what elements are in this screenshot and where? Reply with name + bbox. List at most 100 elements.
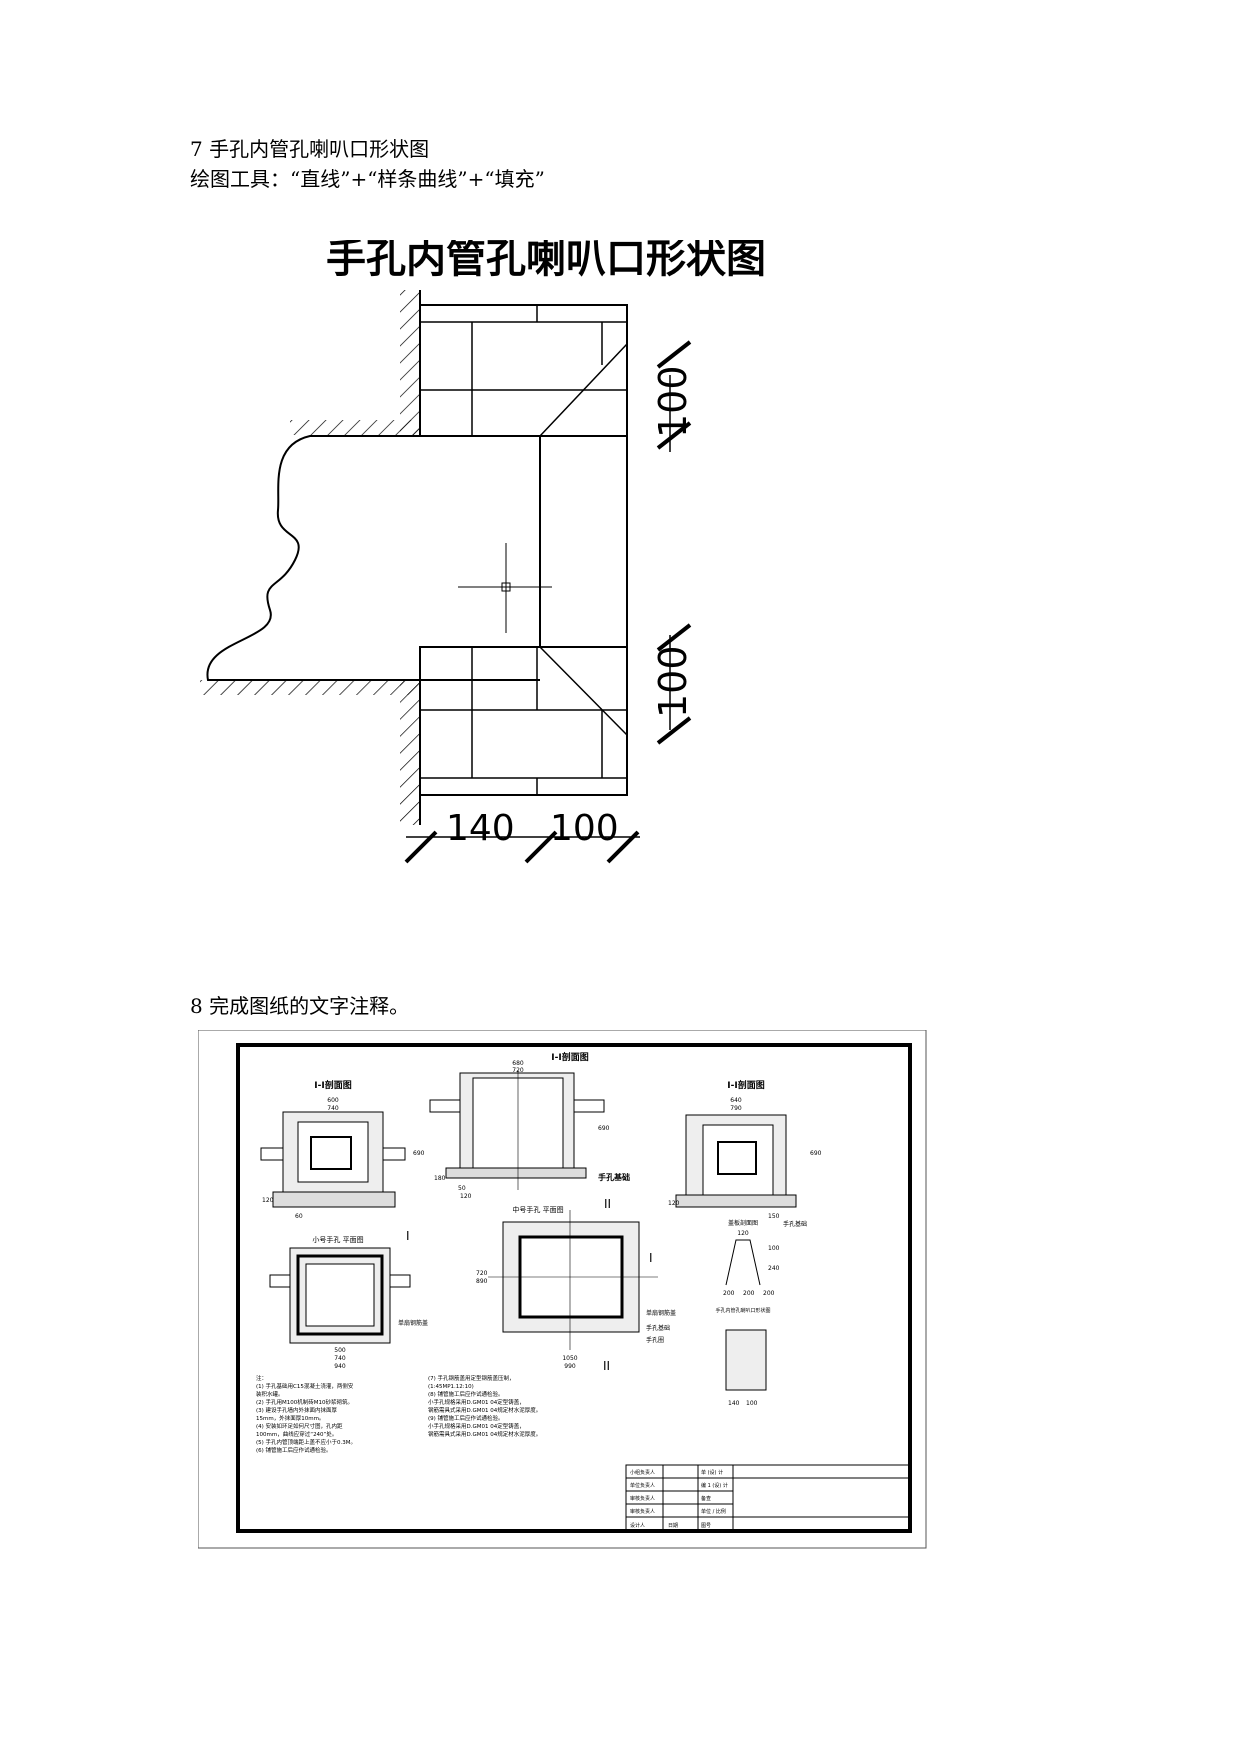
soil-hatch-floor [200, 680, 420, 695]
detail-dim-2: 100 [768, 1245, 780, 1252]
tb-r4-c1: 审核负责人 [630, 1508, 655, 1515]
section-view-3: I-I剖面图 640 790 690 120 150 手孔基础 [668, 1079, 822, 1228]
view2-title: I-I剖面图 [551, 1051, 588, 1063]
note-left-line: 注： [256, 1374, 267, 1382]
tb-r2-c1: 单位负责人 [630, 1482, 655, 1489]
note-left-line: 100mm，曲线应穿过“240”处。 [256, 1430, 337, 1438]
plan1-dim-inner: 500 [334, 1347, 346, 1354]
plan1-label: 单扇钢筋盖 [398, 1319, 428, 1327]
detail-dim-5: 200 [743, 1290, 755, 1297]
note-left-line: 15mm，外抹面厚10mm。 [256, 1414, 324, 1422]
note-right-line: (7) 手孔钢筋盖用定型钢筋盖压制， [428, 1374, 515, 1382]
note-left-line: (4) 安装如环足如何尺寸图，孔内距 [256, 1422, 343, 1430]
view1-dim-height: 690 [413, 1150, 425, 1157]
crosshair-cursor-icon [458, 543, 552, 633]
plan2-dim-height: 720 [476, 1270, 488, 1277]
dim-upper-label: 100 [651, 365, 695, 438]
plan2-mark-bottom: II [603, 1359, 610, 1373]
view2-dim-a: 50 [458, 1185, 466, 1192]
view1-dim-width: 740 [327, 1105, 339, 1112]
section7-heading: 7 手孔内管孔喇叭口形状图 [190, 137, 430, 161]
view3-title: I-I剖面图 [727, 1079, 764, 1091]
view3-dim-base: 120 [668, 1200, 680, 1207]
note-left-line: (1) 手孔基础用C15混凝土浇灌，两侧安 [256, 1382, 354, 1390]
note-right-line: 钢筋需具式采用D.GM01 04规定材水泥厚度。 [428, 1430, 541, 1438]
section7-tools-line: 绘图工具：“直线”+“样条曲线”+“填充” [190, 167, 545, 191]
brick-wall-upper [419, 304, 628, 437]
tb-r1-c1: 小组负责人 [630, 1469, 655, 1476]
view3-dim-top: 640 [730, 1097, 742, 1104]
tb-r1-c2: 单 (设) 计 [701, 1469, 723, 1476]
view1-dim-base: 120 [262, 1197, 274, 1204]
tb-r4-c2: 单位 / 比例 [701, 1508, 726, 1515]
dim-bottom-right-label: 100 [550, 808, 619, 849]
view3-dim-height: 690 [810, 1150, 822, 1157]
plan2-label-ring: 手孔圈 [646, 1336, 664, 1344]
mouth-title: 手孔内管孔喇叭口形状图 [715, 1307, 770, 1314]
plan2-title: 中号手孔 平面图 [512, 1205, 563, 1214]
detail-dim-1: 120 [737, 1230, 749, 1237]
soil-hatch-ledge [290, 420, 420, 435]
note-right-line: 钢筋需具式采用D.GM01 04规定材水泥厚度。 [428, 1406, 541, 1414]
cover-plate-detail: 盖板剖面图 120 100 240 200 200 200 手孔内管孔喇叭口形状… [715, 1219, 779, 1407]
notes-left: 注： (1) 手孔基础用C15混凝土浇灌，两侧安 装积水罐。 (2) 手孔用M1… [256, 1374, 356, 1454]
detail-dim-6: 200 [763, 1290, 775, 1297]
detail-dim-3: 240 [768, 1265, 780, 1272]
section-view-2: I-I剖面图 680 720 690 50 120 180 手孔基础 [429, 1051, 630, 1200]
section8-heading: 8 完成图纸的文字注释。 [190, 994, 410, 1018]
view3-dim-width: 790 [730, 1105, 742, 1112]
title-block: 小组负责人 单 (设) 计 单位负责人 编 1 (设) 计 审核负责人 备查 审… [625, 1464, 911, 1532]
detail-dim-4: 200 [723, 1290, 735, 1297]
note-left-line: 装积水罐。 [256, 1390, 284, 1398]
note-right-line: (9) 铺管施工后应作试通检验。 [428, 1414, 504, 1422]
figure1-title: 手孔内管孔喇叭口形状图 [326, 240, 766, 282]
soil-hatch-upper [400, 290, 420, 435]
tb-r3-c2: 备查 [701, 1495, 711, 1502]
plan-view-medium: 中号手孔 平面图 II II I 1050 990 720 890 单扇钢筋盖 … [476, 1197, 676, 1373]
view2-dim-height: 690 [598, 1125, 610, 1132]
section-view-1: I-I剖面图 600 740 690 120 60 [260, 1079, 425, 1220]
horn-mouth-drawing: 手孔内管孔喇叭口形状图 100 100 140 [200, 240, 766, 864]
tb-r2-c2: 编 1 (设) 计 [701, 1482, 728, 1489]
plan2-mark-top: II [604, 1197, 611, 1211]
view2-label: 手孔基础 [598, 1172, 630, 1182]
plan2-label-base: 手孔基础 [646, 1324, 670, 1332]
soil-hatch-lower [400, 680, 420, 825]
detail-title: 盖板剖面图 [728, 1219, 758, 1227]
plan-view-small: 小号手孔 平面图 I 500 740 940 单扇钢筋盖 [269, 1229, 428, 1370]
plan1-mark: I [406, 1229, 410, 1243]
tb-r5-c2: 日期 [668, 1523, 678, 1529]
dim-bottom-left-label: 140 [446, 808, 515, 849]
view1-title: I-I剖面图 [314, 1079, 351, 1091]
tb-r5-c3: 图号 [701, 1523, 711, 1529]
plan1-dim-mid: 740 [334, 1355, 346, 1362]
sheet-frame [236, 1043, 912, 1533]
mouth-dim-2: 100 [746, 1400, 758, 1407]
note-left-line: (5) 手孔内管顶端距上盖不应小于0.3M。 [256, 1438, 356, 1446]
plan2-dim-width: 1050 [562, 1355, 577, 1362]
view1-dim-foot: 60 [295, 1213, 303, 1220]
note-left-line: (6) 铺管施工后应作试通检验。 [256, 1446, 332, 1454]
pipe-spline-break [206, 435, 540, 681]
tb-r3-c1: 审核负责人 [630, 1495, 655, 1502]
notes-right: (7) 手孔钢筋盖用定型钢筋盖压制， (1:45MP1.12:10) (8) 铺… [428, 1374, 541, 1438]
plan2-dim-outer-height: 890 [476, 1278, 488, 1285]
note-right-line: (1:45MP1.12:10) [428, 1384, 474, 1390]
view3-label: 手孔基础 [783, 1220, 807, 1228]
note-left-line: (2) 手孔用M100机制砖M10砂浆砌筑。 [256, 1398, 353, 1406]
plan2-dim-outer: 990 [564, 1363, 576, 1370]
view2-dim-width: 720 [512, 1067, 524, 1074]
view2-dim-c: 180 [434, 1175, 446, 1182]
view3-dim-foot: 150 [768, 1213, 780, 1220]
mouth-dim-1: 140 [728, 1400, 740, 1407]
note-right-line: 小手孔规格采用D.GM01 04定型铸盖， [428, 1398, 525, 1406]
view2-dim-b: 120 [460, 1193, 472, 1200]
plan1-title: 小号手孔 平面图 [312, 1235, 363, 1244]
note-right-line: (8) 铺管施工后应作试通检验。 [428, 1390, 504, 1398]
view1-dim-top: 600 [327, 1097, 339, 1104]
note-right-line: 小手孔规格采用D.GM01 04定型铸盖， [428, 1422, 525, 1430]
plan2-label-cover: 单扇钢筋盖 [646, 1309, 676, 1317]
plan2-mark-side: I [649, 1251, 653, 1265]
note-left-line: (3) 建设手孔墙内外抹面内抹面厚 [256, 1406, 338, 1414]
cad-sheet-drawing: I-I剖面图 600 740 690 120 60 I-I剖面图 680 720… [198, 1030, 927, 1549]
